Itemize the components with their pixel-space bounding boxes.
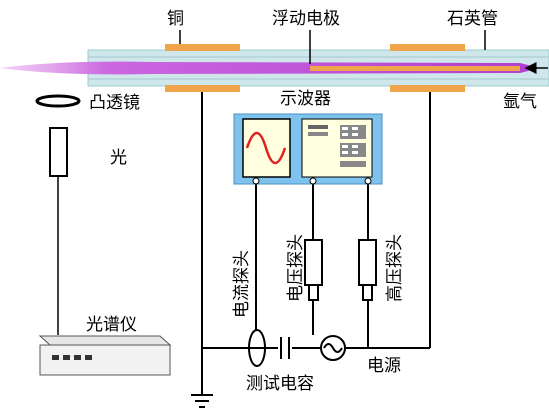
test-capacitor-label: 测试电容 [246, 374, 314, 394]
light-label: 光 [110, 148, 127, 168]
quartz-tube-label: 石英管 [447, 9, 498, 29]
floating-electrode-label: 浮动电极 [272, 9, 340, 29]
current-probe-ring [248, 329, 266, 367]
convex-lens-label: 凸透镜 [89, 93, 140, 113]
floating-electrode [310, 66, 520, 71]
spectrometer [38, 335, 172, 376]
copper-electrodes [165, 44, 465, 92]
fiber-collector [49, 127, 68, 177]
power-supply-label: 电源 [367, 356, 401, 376]
voltage-probe [304, 239, 323, 301]
circuit-wires [201, 92, 431, 395]
high-voltage-probe-label: 高压探头 [385, 234, 405, 302]
oscilloscope-label: 示波器 [280, 89, 331, 109]
high-voltage-probe [358, 239, 377, 301]
ground-symbol [191, 394, 213, 408]
copper-label: 铜 [167, 9, 184, 29]
plasma-jet [0, 61, 540, 75]
sine-wave [245, 131, 287, 165]
test-capacitor [278, 337, 292, 359]
ac-power-supply [320, 335, 346, 361]
oscilloscope [233, 113, 383, 185]
spectrometer-label: 光谱仪 [86, 315, 137, 335]
convex-lens [35, 94, 81, 108]
argon-label: 氩气 [503, 92, 537, 112]
voltage-probe-label: 电压探头 [286, 234, 306, 302]
current-probe-label: 电流探头 [232, 250, 252, 318]
